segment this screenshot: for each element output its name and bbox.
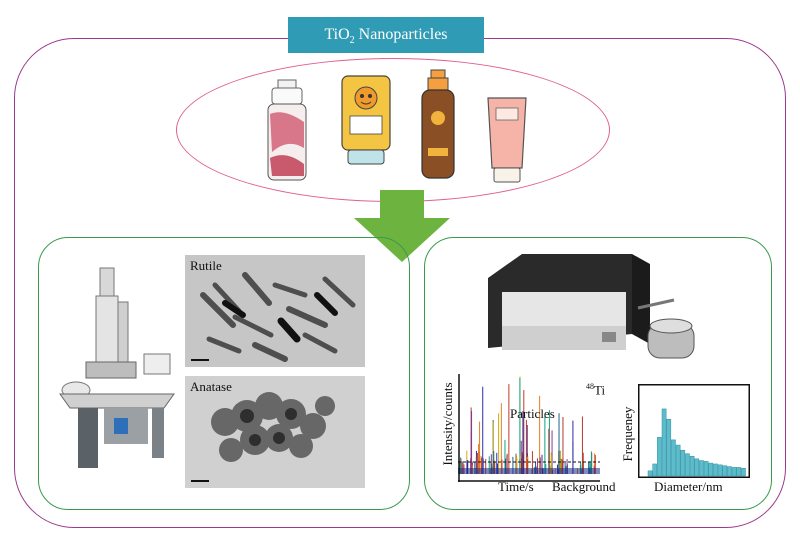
pump-bottle-icon — [267, 79, 307, 181]
down-arrow-icon — [354, 190, 450, 262]
histogram-bar — [703, 461, 709, 477]
histogram-bar — [717, 464, 723, 477]
sun-cream-tube-icon — [341, 75, 391, 165]
histogram-bar — [671, 439, 676, 477]
histogram-bar — [727, 466, 732, 477]
tem-panel — [38, 237, 410, 510]
spicpms-panel — [424, 237, 772, 510]
background-label: Background — [552, 479, 616, 494]
histogram-bar — [731, 467, 737, 477]
trace-baseline — [458, 468, 600, 474]
particles-label: Particles — [510, 406, 555, 421]
histogram-bar — [713, 463, 718, 477]
histogram-bar — [741, 468, 746, 477]
histogram-bar — [680, 449, 686, 477]
histogram-bar — [694, 458, 700, 477]
histogram-bar — [689, 455, 695, 477]
histogram-bar — [736, 467, 742, 477]
intensity-axis-label-box: Intensity/counts — [440, 372, 458, 476]
histogram-bar — [647, 470, 653, 477]
title-subscript: 2 — [349, 35, 355, 47]
title-box: TiO2 Nanoparticles — [288, 17, 484, 53]
histogram-bar — [666, 418, 672, 477]
tem-microscope-icon — [59, 267, 175, 468]
pink-tube-icon — [487, 97, 527, 183]
title-main: TiO — [324, 26, 350, 43]
anatase-tem-image — [185, 376, 365, 488]
intensity-axis-label: Intensity/counts — [440, 382, 455, 466]
icp-ms-instrument-icon — [488, 254, 695, 359]
histogram-bar — [657, 437, 662, 477]
histogram-bar — [708, 462, 714, 477]
frequency-axis-label: Frequeney — [620, 406, 635, 462]
histogram-bar — [661, 408, 667, 477]
diameter-axis-label: Diameter/nm — [654, 479, 723, 494]
rutile-label: Rutile — [190, 258, 222, 273]
spray-bottle-icon — [421, 69, 455, 179]
time-axis-label: Time/s — [498, 479, 534, 494]
products-ellipse — [176, 58, 610, 202]
title-rest: Nanoparticles — [354, 26, 448, 43]
histogram-bar — [652, 463, 658, 477]
anatase-label: Anatase — [190, 379, 232, 394]
time-trace-plot — [458, 374, 600, 482]
histogram-bar — [722, 465, 728, 477]
histogram-bar — [699, 460, 704, 477]
rutile-tem-image — [185, 255, 365, 367]
size-histogram — [638, 384, 750, 478]
isotope-label: 48Ti — [586, 382, 606, 398]
histogram-bar — [685, 453, 690, 477]
frequency-axis-label-box: Frequeney — [620, 392, 638, 476]
histogram-bar — [675, 444, 681, 477]
